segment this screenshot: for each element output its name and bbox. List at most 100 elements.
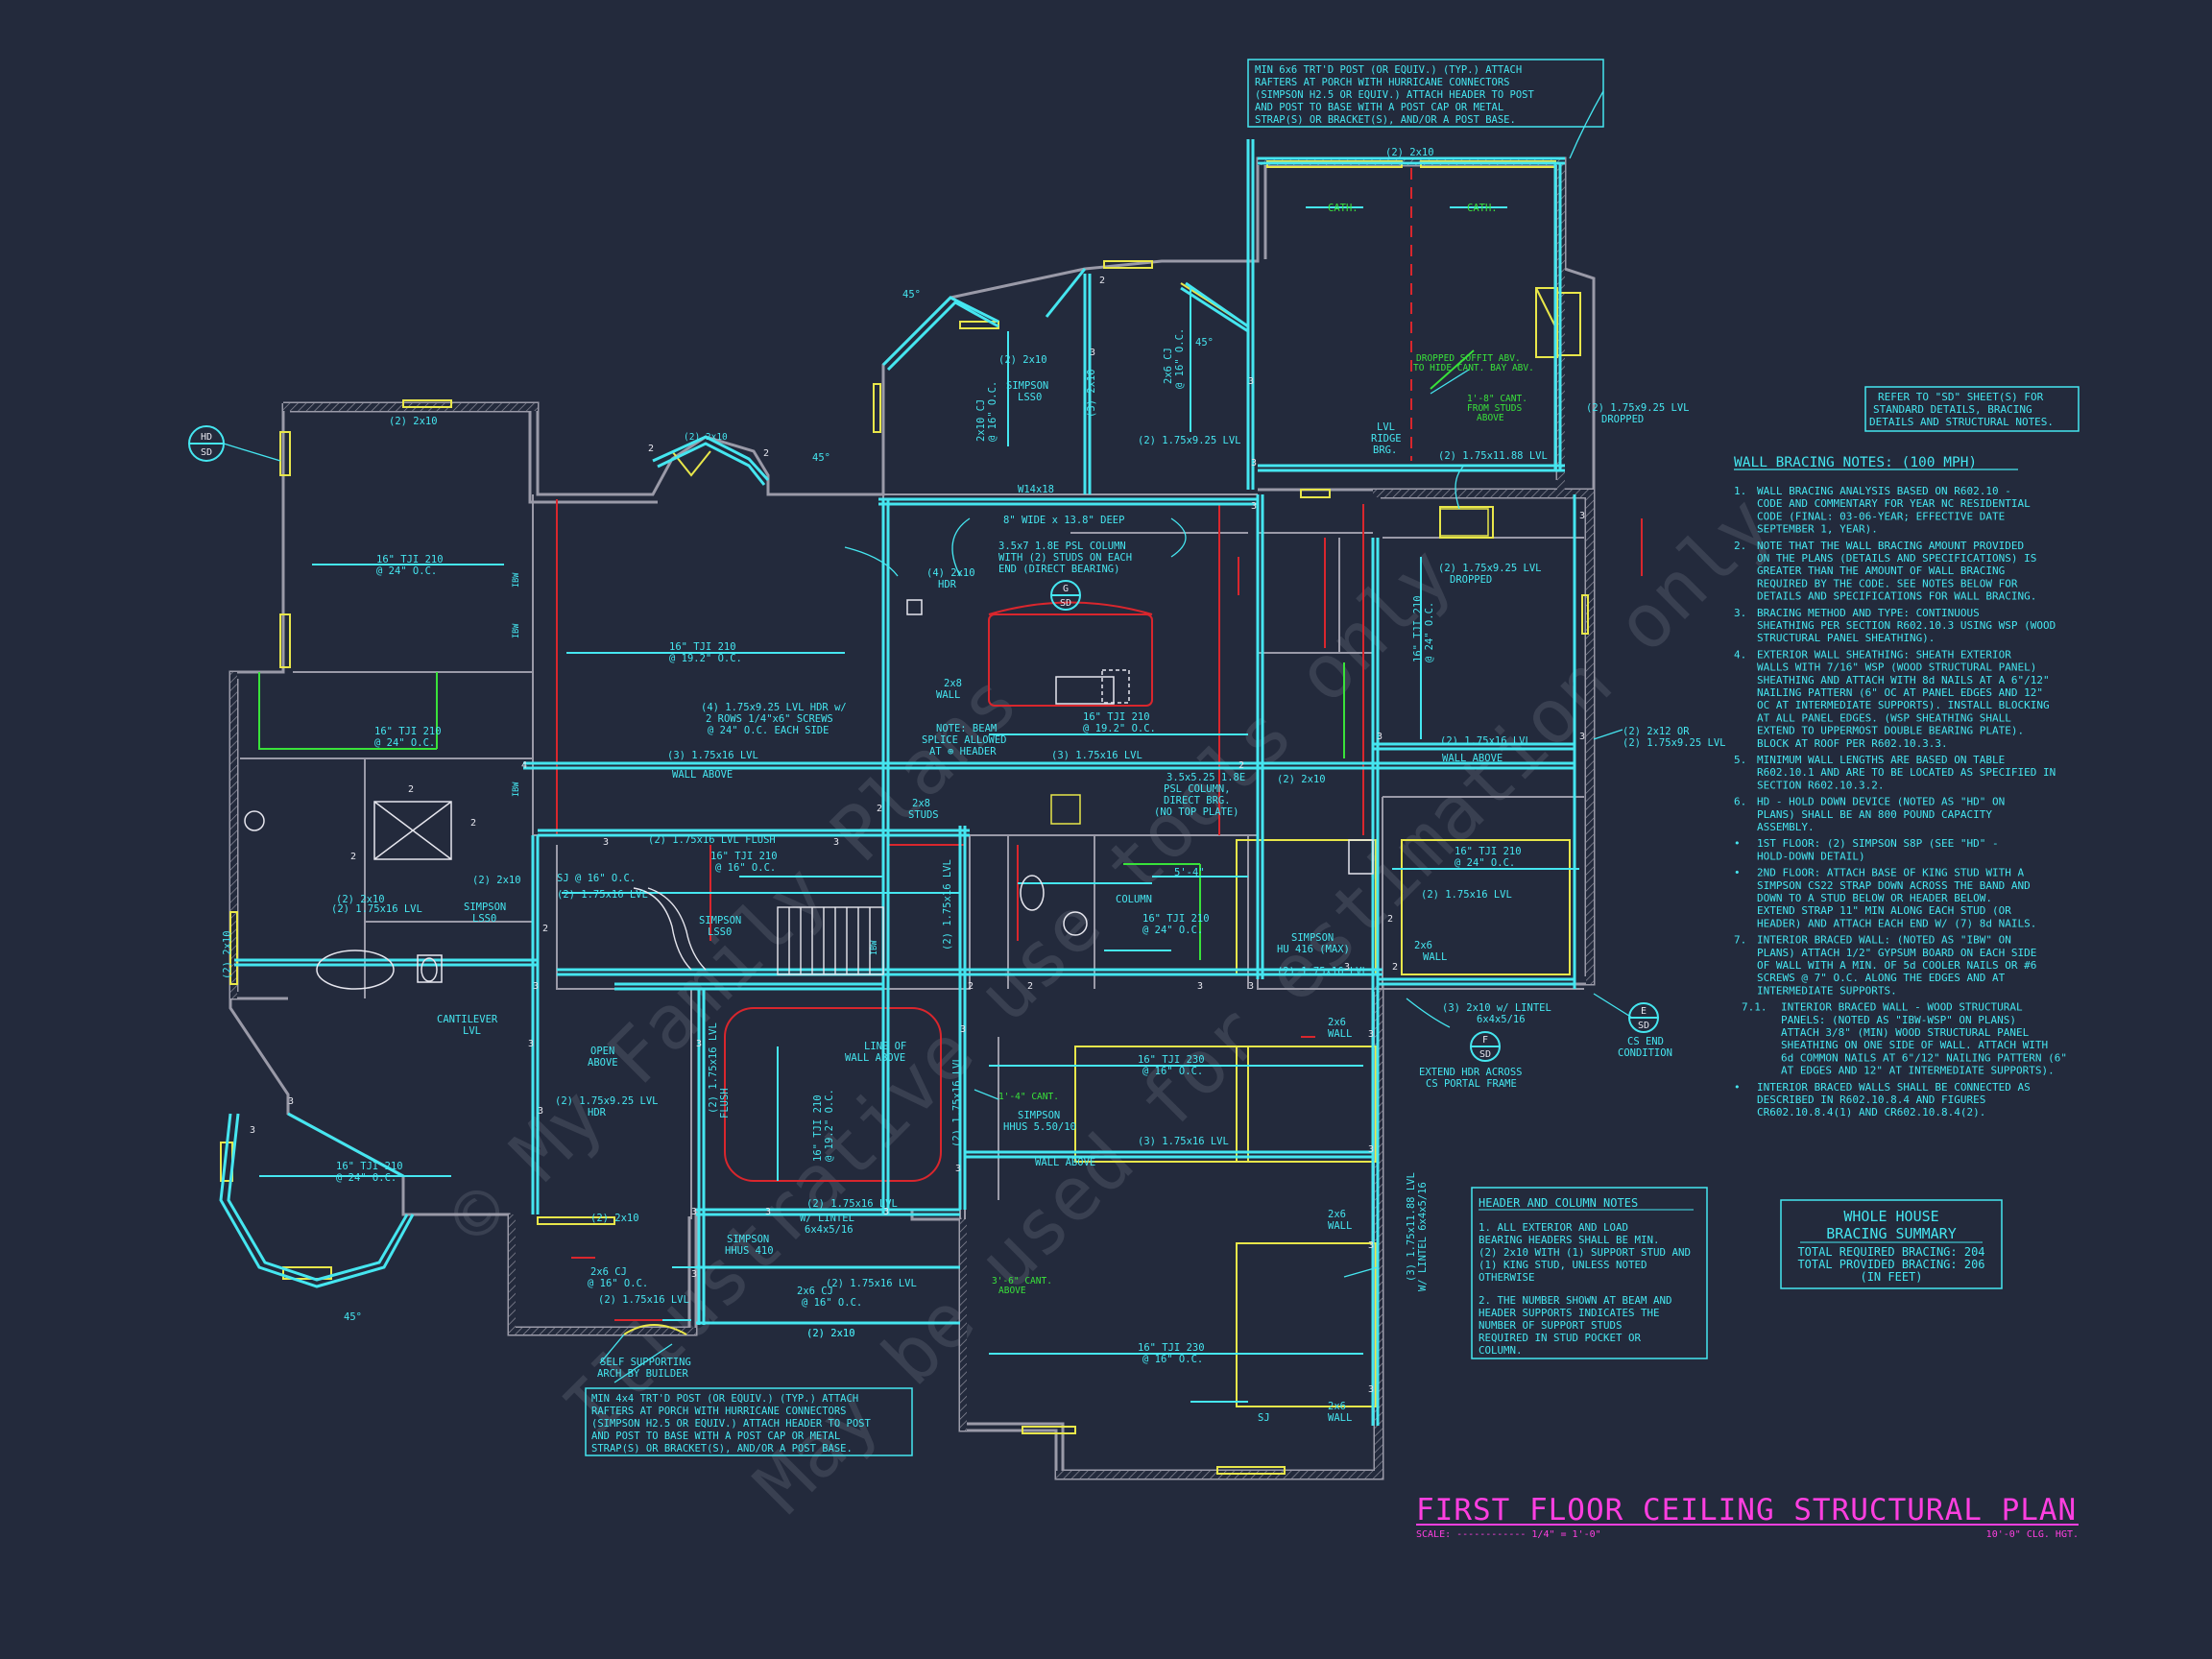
wall-bracing-note-line: PLANS) SHALL BE AN 800 POUND CAPACITY — [1757, 808, 1992, 821]
svg-text:16" TJI 230: 16" TJI 230 — [1138, 1054, 1205, 1066]
svg-text:(4) 1.75x9.25 LVL HDR w/: (4) 1.75x9.25 LVL HDR w/ — [701, 702, 847, 713]
svg-text:3: 3 — [1344, 962, 1350, 973]
svg-text:(2) 2x10: (2) 2x10 — [336, 894, 385, 905]
svg-text:(2) 1.75x9.25 LVL: (2) 1.75x9.25 LVL — [1586, 402, 1689, 414]
wall-bracing-note-number: 7. — [1734, 934, 1746, 947]
wall-bracing-note-line: HD - HOLD DOWN DEVICE (NOTED AS "HD" ON — [1757, 796, 2005, 808]
wall-bracing-note-number: 5. — [1734, 754, 1746, 766]
svg-text:DETAILS AND STRUCTURAL NOTES.: DETAILS AND STRUCTURAL NOTES. — [1869, 416, 2054, 428]
wall-bracing-note-line: INTERIOR BRACED WALL: (NOTED AS "IBW" ON — [1757, 934, 2011, 947]
svg-text:LVL: LVL — [1377, 421, 1395, 433]
wall-bracing-note-number: 3. — [1734, 607, 1746, 619]
svg-text:16" TJI 230: 16" TJI 230 — [1138, 1342, 1205, 1354]
svg-text:2: 2 — [1099, 276, 1105, 286]
svg-text:(2) 1.75x16 LVL: (2) 1.75x16 LVL — [806, 1198, 898, 1210]
plan-title: FIRST FLOOR CEILING STRUCTURAL PLAN — [1416, 1493, 2077, 1527]
svg-text:2x6: 2x6 — [1328, 1401, 1346, 1412]
svg-text:CS PORTAL FRAME: CS PORTAL FRAME — [1426, 1078, 1517, 1090]
svg-text:16" TJI 210: 16" TJI 210 — [336, 1161, 403, 1172]
svg-text:(2) 1.75x16 LVL: (2) 1.75x16 LVL — [1421, 889, 1512, 901]
wall-bracing-note-line: ASSEMBLY. — [1757, 821, 1815, 833]
svg-text:2x6: 2x6 — [1328, 1017, 1346, 1028]
svg-text:2: 2 — [1387, 914, 1393, 925]
svg-text:HDR: HDR — [938, 579, 957, 590]
svg-text:2x6 CJ: 2x6 CJ — [1163, 348, 1174, 384]
wall-bracing-note-line: MINIMUM WALL LENGTHS ARE BASED ON TABLE — [1757, 754, 2005, 766]
wall-bracing-note-number: 2. — [1734, 540, 1746, 552]
bay-framing — [219, 268, 1249, 1288]
wall-bracing-note-line: PLANS) ATTACH 1/2" GYPSUM BOARD ON EACH … — [1757, 947, 2036, 959]
svg-text:MIN 4x4 TRT'D POST (OR EQUIV.): MIN 4x4 TRT'D POST (OR EQUIV.) (TYP.) AT… — [591, 1393, 858, 1405]
svg-text:(2) 2x10: (2) 2x10 — [998, 354, 1047, 366]
svg-text:(2) 2x10: (2) 2x10 — [1385, 147, 1434, 158]
svg-text:3: 3 — [960, 1024, 966, 1035]
svg-text:@ 24" O.C. EACH SIDE: @ 24" O.C. EACH SIDE — [708, 725, 829, 736]
svg-text:HEADER SUPPORTS INDICATES THE: HEADER SUPPORTS INDICATES THE — [1479, 1307, 1660, 1319]
svg-text:IBW: IBW — [870, 940, 879, 955]
svg-text:AT ⊕ HEADER: AT ⊕ HEADER — [929, 746, 997, 757]
wall-bracing-note-line: INTERIOR BRACED WALL - WOOD STRUCTURAL — [1781, 1001, 2023, 1014]
svg-text:2: 2 — [1238, 760, 1244, 771]
svg-text:3: 3 — [833, 837, 839, 848]
svg-text:SIMPSON: SIMPSON — [1006, 380, 1048, 392]
svg-text:16" TJI 210: 16" TJI 210 — [669, 641, 736, 653]
svg-text:(3) 1.75x16 LVL: (3) 1.75x16 LVL — [1051, 750, 1142, 761]
svg-text:@ 24" O.C.: @ 24" O.C. — [1455, 857, 1515, 869]
svg-text:2: 2 — [350, 852, 356, 862]
svg-text:CONDITION: CONDITION — [1618, 1047, 1672, 1059]
wall-bracing-note-line: CODE (FINAL: 03-06-YEAR; EFFECTIVE DATE — [1757, 510, 2005, 522]
svg-text:2: 2 — [968, 981, 974, 992]
svg-text:2: 2 — [408, 784, 414, 795]
svg-text:HU 416 (MAX): HU 416 (MAX) — [1277, 944, 1350, 955]
svg-text:LINE OF: LINE OF — [864, 1041, 906, 1052]
wall-bracing-note-line: INTERIOR BRACED WALLS SHALL BE CONNECTED… — [1757, 1081, 2031, 1094]
wall-bracing-note-line: EXTEND TO UPPERMOST DOUBLE BEARING PLATE… — [1757, 725, 2024, 737]
svg-text:1. ALL EXTERIOR AND LOAD: 1. ALL EXTERIOR AND LOAD — [1479, 1221, 1628, 1234]
svg-text:3: 3 — [691, 1269, 697, 1280]
wall-bracing-note-line: REQUIRED BY THE CODE. SEE NOTES BELOW FO… — [1757, 577, 2018, 589]
svg-text:OTHERWISE: OTHERWISE — [1479, 1271, 1535, 1284]
svg-text:CS END: CS END — [1627, 1036, 1664, 1047]
svg-text:(2) 1.75x9.25 LVL: (2) 1.75x9.25 LVL — [1623, 737, 1725, 749]
svg-text:SIMPSON: SIMPSON — [464, 902, 506, 913]
wall-bracing-notes: WALL BRACING NOTES: (100 MPH) 1.WALL BRA… — [1734, 455, 2067, 1118]
svg-text:RAFTERS AT PORCH WITH HURRICAN: RAFTERS AT PORCH WITH HURRICANE CONNECTO… — [1255, 77, 1510, 88]
svg-text:16" TJI 210: 16" TJI 210 — [1142, 913, 1210, 925]
svg-text:(2) 1.75x16 LVL: (2) 1.75x16 LVL — [708, 1022, 719, 1114]
wall-bracing-note-number: • — [1734, 837, 1741, 850]
wall-bracing-note-number: • — [1734, 867, 1741, 879]
svg-text:3: 3 — [1368, 1029, 1374, 1040]
svg-text:TOTAL REQUIRED BRACING: 204: TOTAL REQUIRED BRACING: 204 — [1797, 1245, 1984, 1259]
svg-text:1'-4" CANT.: 1'-4" CANT. — [998, 1092, 1059, 1102]
svg-text:LVL: LVL — [463, 1025, 481, 1037]
wall-bracing-note-line: BRACING METHOD AND TYPE: CONTINUOUS — [1757, 607, 1980, 619]
wall-bracing-note-line: SEPTEMBER 1, YEAR). — [1757, 523, 1878, 536]
svg-text:SIMPSON: SIMPSON — [727, 1234, 769, 1245]
svg-text:RIDGE: RIDGE — [1371, 433, 1402, 445]
marker-e-bottom: SD — [1638, 1021, 1649, 1031]
wall-bracing-note-line: EXTERIOR WALL SHEATHING: SHEATH EXTERIOR — [1757, 648, 2011, 661]
wall-bracing-note-line: SECTION R602.10.3.2. — [1757, 779, 1884, 791]
svg-text:2: 2 — [542, 924, 548, 934]
svg-text:SELF SUPPORTING: SELF SUPPORTING — [600, 1357, 691, 1368]
wall-bracing-note-number: 6. — [1734, 796, 1746, 808]
svg-text:STANDARD DETAILS, BRACING: STANDARD DETAILS, BRACING — [1873, 403, 2032, 416]
svg-text:16" TJI 210: 16" TJI 210 — [1455, 846, 1522, 857]
wall-bracing-note-line: SHEATHING ON ONE SIDE OF WALL. ATTACH WI… — [1781, 1039, 2048, 1051]
wall-bracing-note-line: GREATER THAN THE AMOUNT OF WALL BRACING — [1757, 565, 2005, 577]
svg-text:LSS0: LSS0 — [472, 913, 496, 925]
red-lines — [556, 168, 1643, 1321]
svg-text:CATH.: CATH. — [1467, 203, 1498, 214]
svg-text:ARCH BY BUILDER: ARCH BY BUILDER — [597, 1368, 689, 1380]
svg-text:(NO TOP PLATE): (NO TOP PLATE) — [1154, 806, 1239, 818]
wall-bracing-note-line: EXTEND STRAP 11" MIN ALONG EACH STUD (OR — [1757, 904, 2011, 917]
svg-text:DROPPED SOFFIT ABV.: DROPPED SOFFIT ABV. — [1416, 353, 1521, 364]
wall-bracing-note-line: WALLS WITH 7/16" WSP (WOOD STRUCTURAL PA… — [1757, 661, 2036, 674]
svg-text:45°: 45° — [902, 289, 921, 301]
svg-text:@ 16" O.C.: @ 16" O.C. — [802, 1297, 862, 1309]
svg-text:2x8: 2x8 — [912, 798, 930, 809]
wall-bracing-note-line: NAILING PATTERN (6" OC AT PANEL EDGES AN… — [1757, 686, 2043, 699]
marker-f-bottom: SD — [1479, 1049, 1491, 1060]
svg-text:REQUIRED IN STUD POCKET OR: REQUIRED IN STUD POCKET OR — [1479, 1332, 1642, 1344]
svg-text:(2) 1.75x16 LVL: (2) 1.75x16 LVL — [826, 1278, 917, 1289]
